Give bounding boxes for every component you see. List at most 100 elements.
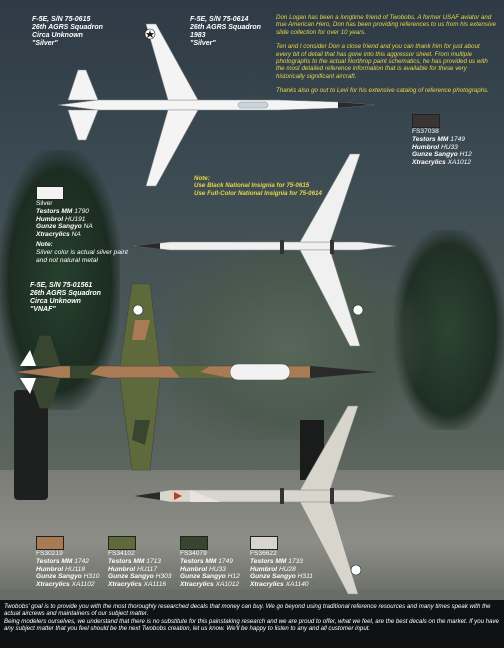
- caption-aircraft-0614: F-5E, S/N 75-0614 26th AGRS Squadron 198…: [190, 16, 261, 48]
- testors-label: Testors MM: [412, 135, 449, 143]
- aircraft-profile-silver-0614: [133, 153, 397, 347]
- intro-paragraph: Thanks also go out to Levi for his exten…: [276, 87, 489, 95]
- swatch-silver: Silver Testors MM 1790 Humbrol HU191 Gun…: [36, 186, 128, 264]
- color-chip: [36, 186, 64, 200]
- xtra-label: Xtracrylics: [108, 581, 142, 589]
- xtra-label: Xtracrylics: [250, 581, 284, 589]
- footer-text: Twobobs' goal is to provide you with the…: [0, 600, 504, 648]
- swatch-name: Silver: [36, 200, 53, 207]
- xtra-value: XA1140: [285, 581, 309, 589]
- gunze-label: Gunze Sangyo: [180, 573, 226, 581]
- caption-line: "Silver": [32, 40, 58, 47]
- xtra-label: Xtracrylics: [180, 581, 214, 589]
- xtra-value: NA: [71, 231, 81, 239]
- humbrol-value: HU33: [208, 565, 226, 573]
- insignia-note-line: Use Black National Insignia for 75-0615: [194, 182, 310, 190]
- testors-value: 1742: [74, 557, 89, 565]
- intro-text: Don Logan has been a longtime friend of …: [276, 14, 496, 102]
- color-chip: [180, 536, 208, 550]
- color-chip: [250, 536, 278, 550]
- aircraft-profile-silver-0615: [57, 23, 375, 187]
- humbrol-value: HU28: [278, 565, 296, 573]
- testors-label: Testors MM: [108, 557, 145, 565]
- insignia-note-title: Note:: [194, 175, 210, 182]
- testors-value: 1790: [74, 207, 89, 215]
- caption-aircraft-01561: F-5E, S/N 75-01561 26th AGRS Squadron Ci…: [30, 282, 101, 314]
- aircraft-profile-fs36622: [133, 405, 397, 595]
- testors-label: Testors MM: [36, 207, 73, 215]
- humbrol-value: HU33: [440, 143, 458, 151]
- testors-label: Testors MM: [36, 557, 73, 565]
- humbrol-label: Humbrol: [36, 565, 64, 573]
- xtra-value: XA1102: [71, 581, 95, 589]
- gunze-label: Gunze Sangyo: [36, 223, 82, 231]
- gunze-value: H310: [83, 573, 100, 581]
- humbrol-value: HU118: [64, 565, 85, 573]
- caption-line: F-5E, S/N 75-01561: [30, 282, 93, 289]
- caption-line: 26th AGRS Squadron: [190, 24, 261, 31]
- testors-value: 1713: [146, 557, 161, 565]
- caption-line: F-5E, S/N 75-0614: [190, 16, 249, 23]
- gunze-label: Gunze Sangyo: [108, 573, 154, 581]
- gunze-value: H303: [155, 573, 172, 581]
- silver-note-text: Silver color is actual silver paint and …: [36, 248, 128, 264]
- aircraft-profile-vnaf-01561: [13, 283, 377, 471]
- background-jet-photo: [170, 230, 430, 440]
- background-landing-gear: [14, 390, 48, 500]
- gunze-value: NA: [83, 223, 93, 231]
- gunze-value: H12: [459, 151, 472, 159]
- swatch-fs37038: FS37038 Testors MM 1749 Humbrol HU33 Gun…: [412, 114, 472, 167]
- swatch-fs34079: FS34079 Testors MM 1749 Humbrol HU33 Gun…: [180, 536, 240, 589]
- testors-label: Testors MM: [250, 557, 287, 565]
- humbrol-label: Humbrol: [36, 215, 64, 223]
- testors-value: 1749: [450, 135, 465, 143]
- xtra-label: Xtracrylics: [412, 159, 446, 167]
- footer-line: Twobobs' goal is to provide you with the…: [4, 603, 491, 618]
- testors-value: 1733: [288, 557, 303, 565]
- swatch-code: FS30219: [36, 550, 63, 557]
- gunze-label: Gunze Sangyo: [250, 573, 296, 581]
- caption-line: 26th AGRS Squadron: [30, 290, 101, 297]
- caption-line: "VNAF": [30, 306, 56, 313]
- xtra-label: Xtracrylics: [36, 581, 70, 589]
- color-chip: [108, 536, 136, 550]
- intro-paragraph: Don Logan has been a longtime friend of …: [276, 14, 496, 36]
- insignia-note: Note: Use Black National Insignia for 75…: [194, 175, 364, 197]
- testors-label: Testors MM: [180, 557, 217, 565]
- gunze-value: H12: [227, 573, 240, 581]
- xtra-label: Xtracrylics: [36, 231, 70, 239]
- footer-line: Being modelers ourselves, we understand …: [4, 617, 499, 633]
- xtra-value: XA1012: [215, 581, 240, 589]
- color-chip: [412, 114, 440, 128]
- caption-line: 1983: [190, 32, 206, 39]
- gunze-label: Gunze Sangyo: [36, 573, 82, 581]
- intro-paragraph: Teri and I consider Don a close friend a…: [276, 43, 488, 80]
- swatch-fs36622: FS36622 Testors MM 1733 Humbrol HU28 Gun…: [250, 536, 313, 589]
- swatch-code: FS34102: [108, 550, 135, 557]
- gunze-label: Gunze Sangyo: [412, 151, 458, 159]
- humbrol-label: Humbrol: [250, 565, 278, 573]
- caption-line: "Silver": [190, 40, 216, 47]
- swatch-code: FS37038: [412, 128, 439, 135]
- humbrol-label: Humbrol: [108, 565, 136, 573]
- humbrol-value: HU117: [136, 565, 157, 573]
- caption-line: Circa Unknown: [30, 298, 81, 305]
- color-chip: [36, 536, 64, 550]
- humbrol-label: Humbrol: [180, 565, 208, 573]
- insignia-note-line: Use Full-Color National Insignia for 75-…: [194, 189, 322, 197]
- humbrol-label: Humbrol: [412, 143, 440, 151]
- swatch-fs34102: FS34102 Testors MM 1713 Humbrol HU117 Gu…: [108, 536, 171, 589]
- gunze-value: H311: [297, 573, 313, 581]
- humbrol-value: HU191: [64, 215, 86, 223]
- caption-line: 26th AGRS Squadron: [32, 24, 103, 31]
- swatch-code: FS34079: [180, 550, 207, 557]
- swatch-code: FS36622: [250, 550, 277, 557]
- caption-line: Circa Unknown: [32, 32, 83, 39]
- silver-note-title: Note:: [36, 240, 53, 248]
- caption-aircraft-0615: F-5E, S/N 75-0615 26th AGRS Squadron Cir…: [32, 16, 103, 48]
- caption-line: F-5E, S/N 75-0615: [32, 16, 91, 23]
- swatch-fs30219: FS30219 Testors MM 1742 Humbrol HU118 Gu…: [36, 536, 99, 589]
- xtra-value: XA1116: [143, 581, 167, 589]
- testors-value: 1749: [218, 557, 233, 565]
- xtra-value: XA1012: [447, 159, 472, 167]
